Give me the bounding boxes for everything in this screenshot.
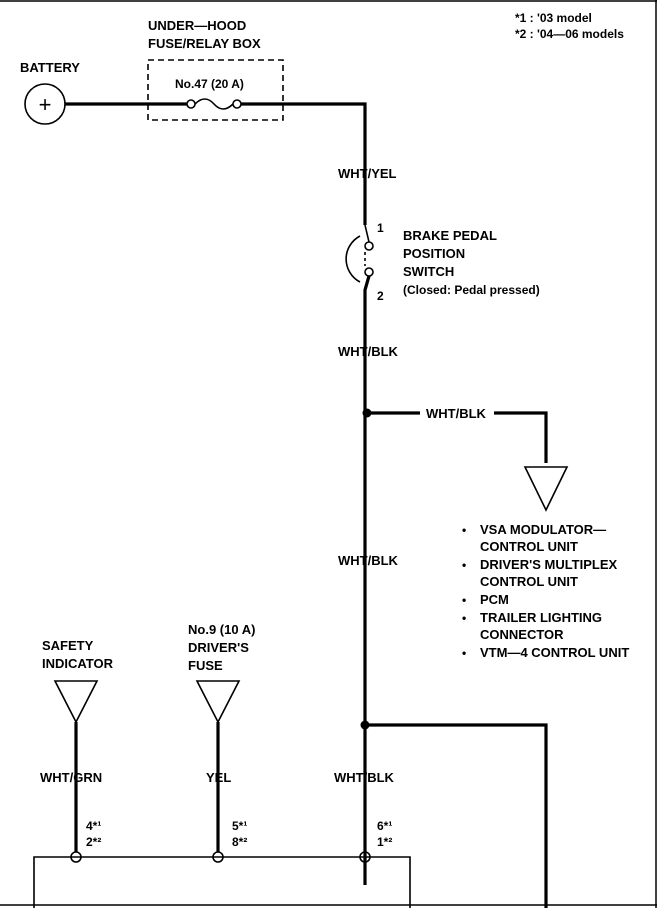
terminal-c [359,851,371,863]
note-model-04-06: *2 : '04—06 models [515,27,624,41]
wire-label-yel: YEL [206,770,231,785]
pin-c-04: 1*² [377,835,392,849]
switch-label-2: POSITION [403,246,465,261]
connector-body [33,856,411,908]
dest-vsa-2: CONTROL UNIT [480,539,578,554]
safety-label-2: INDICATOR [42,656,114,671]
dest-multiplex-2: CONTROL UNIT [480,574,578,589]
dest-multiplex: DRIVER'S MULTIPLEX [480,557,618,572]
terminal-b [212,851,224,863]
wire-main-trunk [363,275,371,885]
dest-vsa: VSA MODULATOR— [480,522,606,537]
brake-pedal-switch-icon [345,224,374,283]
fusebox-title-2: FUSE/RELAY BOX [148,36,261,51]
svg-text:•: • [462,523,466,537]
wire-label-wht-grn: WHT/GRN [40,770,102,785]
wire-label-wht-blk-4: WHT/BLK [334,770,395,785]
wire-branch-b [494,411,548,463]
driverfuse-label-3: FUSE [188,658,223,673]
battery-plus-icon: + [39,92,52,117]
safety-indicator-arrow-icon [53,680,99,724]
fusebox-title-1: UNDER—HOOD [148,18,246,33]
pin-a-03: 4*¹ [86,819,101,833]
switch-pin-2: 2 [377,289,384,303]
svg-text:•: • [462,646,466,660]
note-model-03: *1 : '03 model [515,11,592,25]
wire-label-wht-blk-2: WHT/BLK [426,406,487,421]
destination-list: • VSA MODULATOR— CONTROL UNIT • DRIVER'S… [462,522,629,660]
driverfuse-label-1: No.9 (10 A) [188,622,255,637]
terminal-a [70,851,82,863]
wire-fuse-to-switch [241,102,367,225]
svg-text:•: • [462,611,466,625]
switch-label-4: (Closed: Pedal pressed) [403,283,540,297]
battery-label: BATTERY [20,60,80,75]
pin-c-03: 6*¹ [377,819,392,833]
driver-fuse-arrow-icon [195,680,241,724]
pin-a-04: 2*² [86,835,101,849]
dest-pcm: PCM [480,592,509,607]
switch-label-1: BRAKE PEDAL [403,228,497,243]
dest-vtm4: VTM—4 CONTROL UNIT [480,645,629,660]
switch-pin-1: 1 [377,221,384,235]
safety-label-1: SAFETY [42,638,94,653]
wire-right-branch [365,723,548,908]
fuse-47-icon [186,98,242,110]
switch-label-3: SWITCH [403,264,454,279]
destination-arrow-icon [523,466,569,512]
driverfuse-label-2: DRIVER'S [188,640,249,655]
dest-trailer-2: CONNECTOR [480,627,564,642]
fusebox-outline [147,59,284,121]
wire-label-wht-blk-1: WHT/BLK [338,344,399,359]
fuse-47-label: No.47 (20 A) [175,77,244,91]
svg-text:•: • [462,593,466,607]
wire-label-wht-yel: WHT/YEL [338,166,397,181]
pin-b-04: 8*² [232,835,247,849]
dest-trailer: TRAILER LIGHTING [480,610,602,625]
svg-text:•: • [462,558,466,572]
wire-label-wht-blk-3: WHT/BLK [338,553,399,568]
pin-b-03: 5*¹ [232,819,247,833]
